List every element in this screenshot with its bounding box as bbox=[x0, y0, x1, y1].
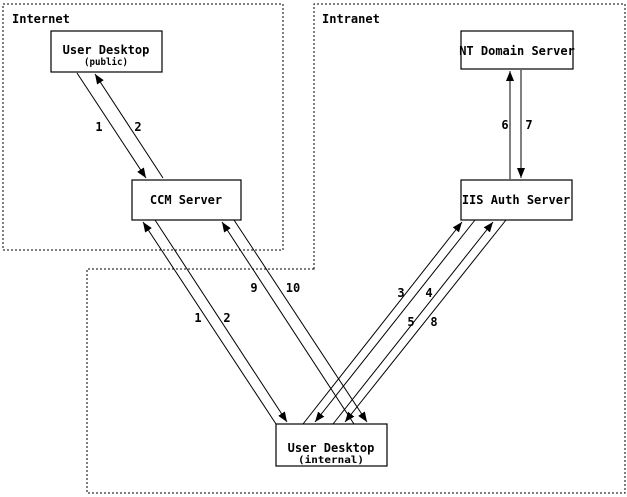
arrow-step-2-ccm-to-public bbox=[94, 73, 164, 179]
step-1-internal-label: 1 bbox=[194, 311, 201, 325]
ccm-server-title: CCM Server bbox=[150, 193, 222, 207]
user-desktop-internal-box bbox=[275, 423, 388, 467]
arrow-step-10-ccm-to-internal bbox=[233, 219, 368, 423]
step-2-internal-label: 2 bbox=[223, 311, 230, 325]
step-9-label: 9 bbox=[250, 281, 257, 295]
user-desktop-public-subtitle: (public) bbox=[84, 57, 128, 68]
iis-auth-server-title: IIS Auth Server bbox=[462, 193, 570, 207]
user-desktop-internal-subtitle: (internal) bbox=[298, 455, 364, 466]
arrow-step-1-public-to-ccm bbox=[76, 72, 147, 179]
internet-zone-label: Internet bbox=[12, 12, 70, 26]
user-desktop-public-title: User Desktop bbox=[63, 43, 150, 57]
step-6-label: 6 bbox=[501, 118, 508, 132]
intranet-zone-border bbox=[86, 3, 626, 494]
step-7-label: 7 bbox=[525, 118, 532, 132]
arrow-step-4-iis-to-internal bbox=[314, 219, 476, 423]
nt-domain-server-title: NT Domain Server bbox=[459, 44, 575, 58]
step-10-label: 10 bbox=[286, 281, 300, 295]
arrow-step-8-iis-to-internal bbox=[344, 219, 507, 423]
arrow-step-5-internal-to-iis bbox=[332, 221, 494, 425]
arrow-step-9-internal-to-ccm bbox=[221, 221, 355, 425]
user-desktop-internal-title: User Desktop bbox=[288, 441, 375, 455]
arrow-step-2-ccm-to-internal bbox=[154, 219, 288, 423]
user-desktop-public-box bbox=[50, 30, 163, 73]
step-8-label: 8 bbox=[430, 315, 437, 329]
arrow-step-1-internal-to-ccm bbox=[142, 221, 277, 425]
nt-domain-server-box bbox=[460, 30, 574, 70]
step-2-public-label: 2 bbox=[134, 120, 141, 134]
step-4-label: 4 bbox=[425, 286, 432, 300]
step-5-label: 5 bbox=[407, 315, 414, 329]
step-1-public-label: 1 bbox=[95, 120, 102, 134]
internet-zone-border bbox=[2, 3, 284, 251]
arrow-step-3-internal-to-iis bbox=[302, 221, 463, 425]
intranet-zone-label: Intranet bbox=[322, 12, 380, 26]
step-3-label: 3 bbox=[397, 286, 404, 300]
iis-auth-server-box bbox=[460, 179, 573, 221]
ccm-server-box bbox=[131, 179, 242, 221]
